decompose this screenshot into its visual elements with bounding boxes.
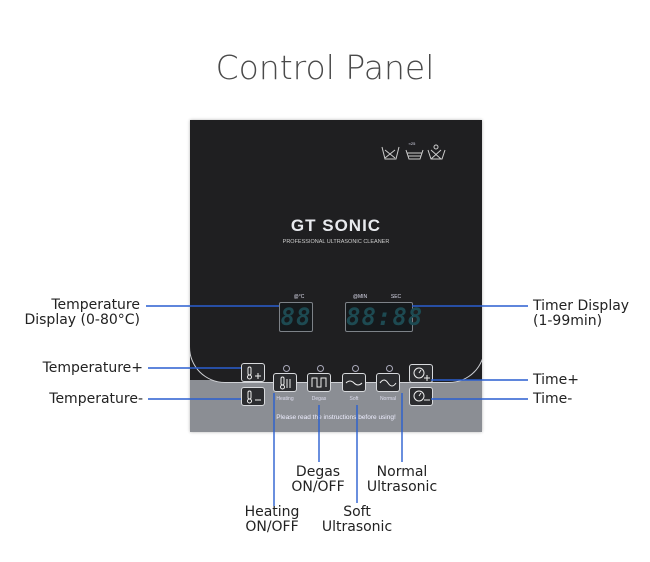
soft-wave-icon (345, 380, 363, 386)
callout-degas: Degas ON/OFF (278, 465, 358, 495)
square-wave-icon (311, 377, 327, 388)
callout-time-plus: Time+ (533, 372, 579, 388)
wash-temp-symbol: ≈25 (408, 141, 416, 146)
callout-line-2: Display (0-80°C) (24, 312, 140, 328)
brand-subtitle: PROFESSIONAL ULTRASONIC CLEANER (282, 239, 390, 245)
heating-icon (280, 376, 291, 390)
degas-led (317, 365, 324, 372)
callout-line-2: (1-99min) (533, 313, 603, 329)
wash-care-icons (381, 144, 446, 160)
timer-display: 88:88 (345, 302, 424, 332)
clock-minus-icon (413, 390, 430, 402)
callout-time-minus: Time- (533, 391, 573, 407)
soft-button[interactable] (342, 373, 366, 392)
heating-button[interactable] (273, 373, 297, 392)
time-minus-button[interactable] (409, 387, 433, 406)
clock-plus-icon (413, 367, 430, 381)
sine-wave-icon (379, 379, 397, 387)
callout-line-1: Heating (244, 504, 300, 520)
brand-logo: GT SONIC (290, 216, 382, 235)
temperature-minus-button[interactable] (241, 387, 265, 406)
callout-line-2: Ultrasonic (321, 519, 393, 535)
heating-label: Heating (276, 396, 294, 402)
callout-line-1: Temperature (51, 297, 140, 313)
temp-unit-label: @°C (293, 294, 305, 300)
callout-timer-display: Timer Display (1-99min) (533, 299, 629, 329)
normal-button[interactable] (376, 373, 400, 392)
callout-heating: Heating ON/OFF (232, 505, 312, 535)
callout-line-2: ON/OFF (291, 479, 345, 495)
degas-label: Degas (311, 396, 327, 402)
callout-temperature-display: Temperature Display (0-80°C) (0, 298, 140, 328)
callout-soft: Soft Ultrasonic (312, 505, 402, 535)
callout-normal: Normal Ultrasonic (357, 465, 447, 495)
thermometer-minus-icon (247, 390, 261, 404)
callout-line-2: ON/OFF (245, 519, 299, 535)
degas-button[interactable] (307, 373, 331, 392)
callout-temperature-plus: Temperature+ (42, 360, 143, 376)
temperature-plus-button[interactable] (241, 363, 265, 382)
soft-label: Soft (349, 396, 359, 402)
instructions-notice: Please read the instructions before usin… (276, 414, 396, 421)
callout-line-1: Timer Display (533, 298, 630, 314)
callout-line-2: Ultrasonic (366, 479, 438, 495)
temperature-display: 88 (279, 302, 313, 332)
heating-led (283, 365, 290, 372)
panel-bottom (190, 380, 482, 432)
callout-temperature-minus: Temperature- (49, 391, 143, 407)
normal-label: Normal (379, 396, 397, 402)
thermometer-plus-icon (247, 366, 261, 380)
soft-led (352, 365, 359, 372)
min-label: @MIN (352, 294, 368, 300)
callout-line-1: Normal (376, 464, 428, 480)
callout-line-1: Soft (343, 504, 371, 520)
page-title: Control Panel (215, 48, 435, 87)
device-panel: ≈25 GT SONIC PROFESSIONAL ULTRASONIC CLE… (190, 120, 482, 432)
normal-led (386, 365, 393, 372)
time-plus-button[interactable] (409, 364, 433, 383)
sec-label: SEC (390, 294, 402, 300)
panel-curve (190, 332, 482, 383)
callout-line-1: Degas (295, 464, 341, 480)
